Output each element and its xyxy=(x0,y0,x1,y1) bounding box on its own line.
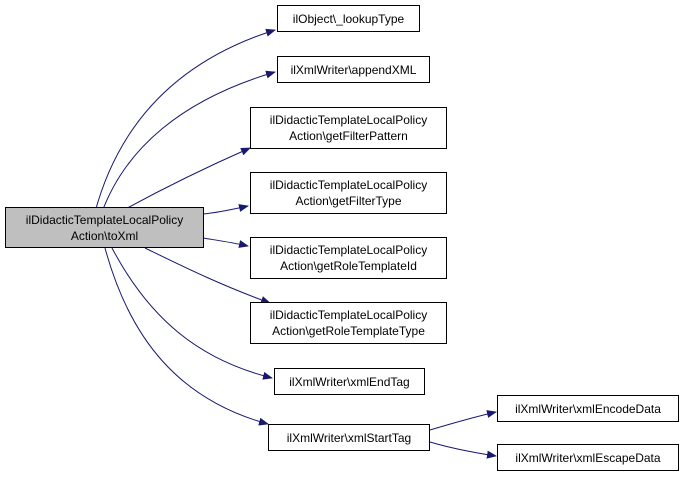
edge-to-xml-start-tag xyxy=(104,247,269,426)
edge-to-xml-end-tag xyxy=(111,247,273,380)
edge-to-xml-encode-data xyxy=(429,410,497,431)
node-get-role-template-type[interactable]: ilDidacticTemplateLocalPolicy Action\get… xyxy=(250,302,447,344)
node-get-role-template-id-line2: Action\getRoleTemplateId xyxy=(280,259,417,273)
node-get-role-template-id-line1: ilDidacticTemplateLocalPolicy xyxy=(269,243,428,257)
node-xml-encode-data[interactable]: ilXmlWriter\xmlEncodeData xyxy=(497,395,679,422)
node-xml-escape-data-label: ilXmlWriter\xmlEscapeData xyxy=(515,450,661,465)
node-get-role-template-type-line1: ilDidacticTemplateLocalPolicy xyxy=(269,308,428,322)
edge-to-xml-escape-data xyxy=(429,441,497,459)
edge-to-lookup-type xyxy=(94,28,276,213)
node-xml-escape-data[interactable]: ilXmlWriter\xmlEscapeData xyxy=(497,444,679,471)
edge-to-get-filter-pattern xyxy=(119,147,251,213)
node-xml-encode-data-label: ilXmlWriter\xmlEncodeData xyxy=(515,401,661,416)
node-xml-start-tag[interactable]: ilXmlWriter\xmlStartTag xyxy=(268,424,430,451)
edge-to-append-xml xyxy=(101,70,276,213)
node-get-filter-type-line1: ilDidacticTemplateLocalPolicy xyxy=(269,178,428,192)
node-get-filter-type[interactable]: ilDidacticTemplateLocalPolicy Action\get… xyxy=(250,172,447,214)
node-get-role-template-type-line2: Action\getRoleTemplateType xyxy=(272,324,425,338)
edge-to-get-role-template-id xyxy=(202,237,249,248)
node-get-filter-type-line2: Action\getFilterType xyxy=(295,194,402,208)
node-root-toxml[interactable]: ilDidacticTemplateLocalPolicy Action\toX… xyxy=(5,207,204,248)
node-root-toxml-line2: Action\toXml xyxy=(70,228,139,243)
node-append-xml[interactable]: ilXmlWriter\appendXML xyxy=(277,56,430,83)
node-xml-start-tag-label: ilXmlWriter\xmlStartTag xyxy=(286,430,412,445)
node-lookup-type[interactable]: ilObject\_lookupType xyxy=(277,5,420,32)
node-get-filter-pattern[interactable]: ilDidacticTemplateLocalPolicy Action\get… xyxy=(250,107,447,149)
node-root-toxml-line1: ilDidacticTemplateLocalPolicy xyxy=(25,212,184,227)
node-get-filter-pattern-line2: Action\getFilterPattern xyxy=(289,129,408,143)
edge-to-get-filter-type xyxy=(202,204,249,215)
node-lookup-type-label: ilObject\_lookupType xyxy=(292,11,405,26)
node-append-xml-label: ilXmlWriter\appendXML xyxy=(290,62,417,77)
edge-to-get-role-template-type xyxy=(144,247,271,304)
node-get-filter-pattern-line1: ilDidacticTemplateLocalPolicy xyxy=(269,113,428,127)
node-xml-end-tag-label: ilXmlWriter\xmlEndTag xyxy=(289,374,410,389)
node-get-role-template-id[interactable]: ilDidacticTemplateLocalPolicy Action\get… xyxy=(250,237,447,279)
node-xml-end-tag[interactable]: ilXmlWriter\xmlEndTag xyxy=(274,368,425,395)
